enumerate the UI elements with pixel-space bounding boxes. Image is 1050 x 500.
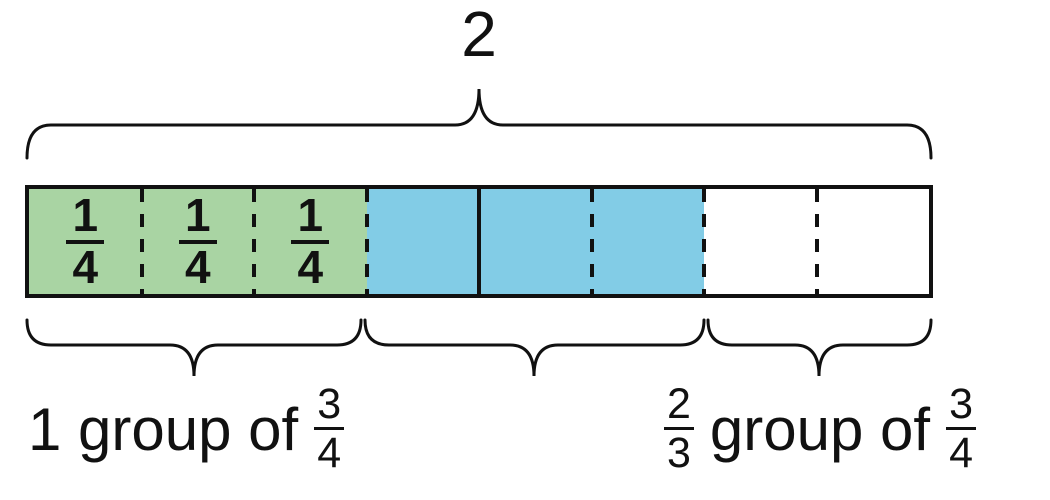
tape-cell-quarter-3: 1 4 bbox=[254, 189, 367, 294]
cell-divider bbox=[702, 189, 706, 294]
tape-bar: 1 4 1 4 1 4 bbox=[25, 185, 933, 298]
group1-fraction: 3 4 bbox=[314, 383, 345, 475]
group1-text: 1 group of bbox=[28, 395, 299, 463]
bottom-brace-group-2 bbox=[363, 318, 706, 380]
group2-label: 2 3 group of 3 4 bbox=[664, 378, 977, 480]
tape-cell-quarter-2: 1 4 bbox=[141, 189, 254, 294]
tape-cell-quarter-7 bbox=[704, 189, 817, 294]
group2-text: group of bbox=[709, 395, 931, 463]
total-label: 2 bbox=[461, 0, 497, 70]
top-brace bbox=[25, 86, 933, 162]
tape-cell-quarter-8 bbox=[816, 189, 929, 294]
bottom-brace-group-1 bbox=[25, 318, 363, 380]
group1-label: 1 group of 3 4 bbox=[28, 378, 345, 480]
bottom-brace-group-3 bbox=[706, 318, 933, 380]
tape-cell-quarter-6 bbox=[591, 189, 704, 294]
cell-divider bbox=[814, 189, 819, 294]
group2-lead-fraction: 2 3 bbox=[664, 383, 694, 475]
tape-cell-quarter-5 bbox=[479, 189, 592, 294]
cell-divider bbox=[364, 189, 369, 294]
cell-divider bbox=[252, 189, 256, 294]
group2-fraction: 3 4 bbox=[946, 383, 977, 475]
cell-fraction: 1 4 bbox=[291, 192, 330, 289]
cell-fraction: 1 4 bbox=[66, 192, 105, 289]
cell-fraction: 1 4 bbox=[178, 192, 217, 289]
whole-divider bbox=[477, 189, 481, 294]
cell-divider bbox=[139, 189, 144, 294]
cell-divider bbox=[589, 189, 594, 294]
tape-cell-quarter-4 bbox=[366, 189, 479, 294]
tape-cell-quarter-1: 1 4 bbox=[29, 189, 142, 294]
